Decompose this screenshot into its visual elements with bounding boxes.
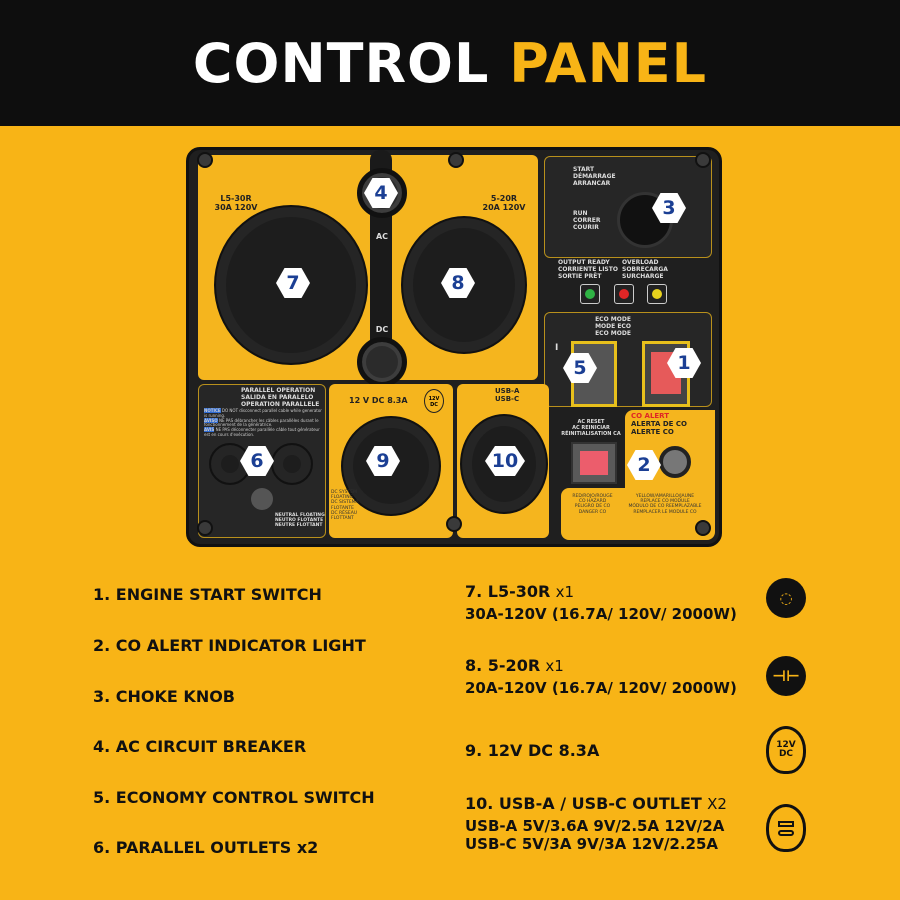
- ac-label: AC: [375, 232, 389, 241]
- parallel-notices: NOTICE DO NOT disconnect parallel cable …: [204, 408, 322, 437]
- co-alert-light: [659, 446, 691, 478]
- output-ready-led: [580, 284, 600, 304]
- legend-item-5: 5. ECONOMY CONTROL SWITCH: [93, 788, 375, 807]
- legend-item-10: 10. USB-A / USB-C OUTLET X2 USB-A 5V/3.6…: [465, 794, 727, 853]
- legend-item-2: 2. CO ALERT INDICATOR LIGHT: [93, 636, 366, 655]
- parallel-outlet-right[interactable]: [271, 443, 313, 485]
- overload-led: [614, 284, 634, 304]
- ac-reset-button[interactable]: [571, 442, 617, 484]
- 12v-dc-icon: 12V DC: [424, 389, 444, 413]
- legend-item-8: 8. 5-20R x1 20A-120V (16.7A/ 120V/ 2000W…: [465, 656, 737, 697]
- legend-item-9: 9. 12V DC 8.3A: [465, 741, 600, 760]
- legend-item-3: 3. CHOKE KNOB: [93, 687, 235, 706]
- legend-item-7: 7. L5-30R x1 30A-120V (16.7A/ 120V/ 2000…: [465, 582, 737, 623]
- screw: [197, 520, 213, 536]
- screw: [446, 516, 462, 532]
- dc-breaker[interactable]: [357, 337, 407, 387]
- co-alert-legend-strip: [561, 488, 715, 540]
- page-title: CONTROL PANEL: [192, 31, 708, 95]
- dc-label: DC: [375, 325, 389, 334]
- 5-20r-outlet-cover[interactable]: [401, 216, 527, 354]
- l5-30r-outlet-icon: ◌: [766, 578, 806, 618]
- screw: [197, 152, 213, 168]
- on-mark: I: [555, 343, 559, 353]
- usb-outlet-icon: [766, 804, 806, 852]
- screw: [695, 520, 711, 536]
- legend-item-4: 4. AC CIRCUIT BREAKER: [93, 737, 307, 756]
- badge-3: 3: [652, 193, 686, 223]
- neutral-terminal: [251, 488, 273, 510]
- 5-20r-outlet-icon: ⊣⊢: [766, 656, 806, 696]
- screw: [695, 152, 711, 168]
- low-oil-led: [647, 284, 667, 304]
- legend-item-6: 6. PARALLEL OUTLETS x2: [93, 838, 319, 857]
- header-banner: CONTROL PANEL: [0, 0, 900, 126]
- legend-item-1: 1. ENGINE START SWITCH: [93, 585, 322, 604]
- badge-2: 2: [627, 450, 661, 480]
- screw: [448, 152, 464, 168]
- badge-5: 5: [563, 353, 597, 383]
- dc-label: 12 V DC 8.3A: [349, 396, 408, 405]
- badge-1: 1: [667, 348, 701, 378]
